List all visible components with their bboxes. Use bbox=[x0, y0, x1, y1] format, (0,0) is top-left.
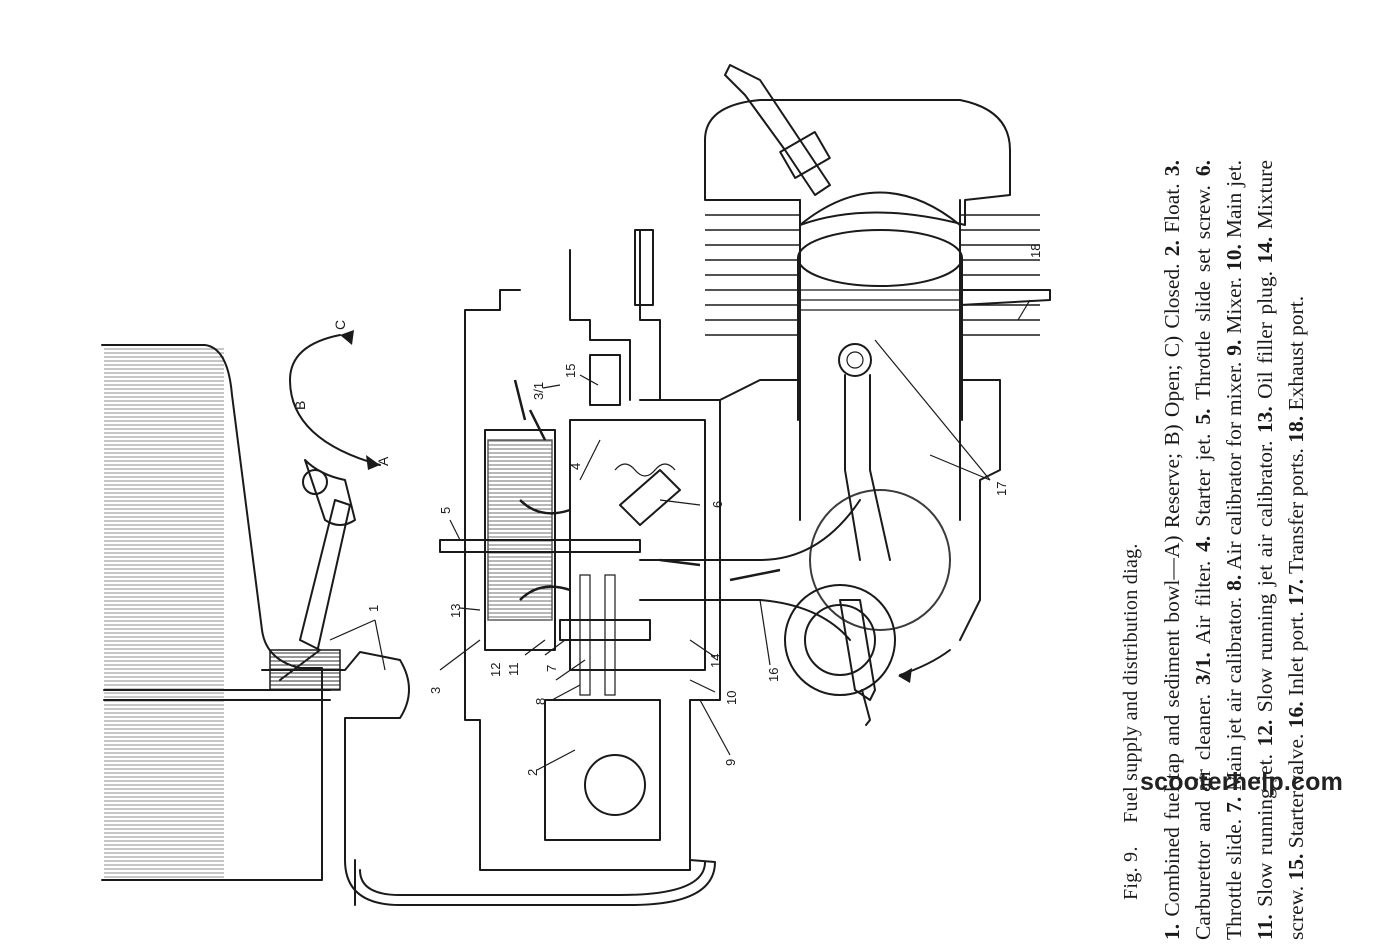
legend-key: 1. bbox=[1160, 923, 1184, 940]
legend-entry: 18. Exhaust port. bbox=[1284, 296, 1308, 443]
legend-key: 7. bbox=[1222, 796, 1246, 813]
legend-text: Main jet air calibrator. bbox=[1222, 590, 1246, 797]
leader-lines bbox=[329, 299, 1031, 771]
piston bbox=[797, 229, 963, 421]
legend-text: Carburettor and air cleaner. bbox=[1191, 685, 1215, 940]
legend-key: 18. bbox=[1284, 415, 1308, 443]
legend-key: 9. bbox=[1222, 339, 1246, 356]
inlet-port bbox=[639, 499, 861, 641]
legend-entry: 3/1. Air filter. bbox=[1191, 552, 1215, 685]
callout-4: 4 bbox=[568, 463, 583, 470]
legend-entry: 1. Combined fuel tap and sediment bowl—A… bbox=[1160, 256, 1184, 940]
callout-15: 15 bbox=[563, 364, 578, 378]
legend-key: 2. bbox=[1160, 240, 1184, 257]
callout-11: 11 bbox=[506, 663, 521, 677]
legend-key: 8. bbox=[1222, 574, 1246, 591]
callout-9: 9 bbox=[723, 759, 738, 766]
legend-key: 3/1. bbox=[1191, 652, 1215, 686]
legend-key: 4. bbox=[1191, 535, 1215, 552]
callout-8: 8 bbox=[533, 698, 548, 705]
fuel-tap bbox=[261, 459, 716, 906]
legend-text: Air calibrator for mixer. bbox=[1222, 355, 1246, 575]
starter-valve bbox=[569, 229, 661, 406]
callout-10: 10 bbox=[724, 691, 739, 705]
legend-text: Throttle slide. bbox=[1222, 812, 1246, 940]
flow-arrows bbox=[513, 379, 781, 601]
callout-12: 12 bbox=[488, 663, 503, 677]
tap-label-c: C bbox=[332, 320, 348, 330]
legend-text: Main jet. bbox=[1222, 159, 1246, 245]
spark-plug bbox=[724, 64, 831, 196]
callout-17: 17 bbox=[994, 482, 1009, 496]
legend-key: 13. bbox=[1253, 406, 1277, 434]
legend-key: 10. bbox=[1222, 244, 1246, 271]
legend-key: 3. bbox=[1160, 160, 1184, 177]
legend-text: Inlet port. bbox=[1284, 605, 1308, 702]
legend-entry: 13. Oil filler plug. bbox=[1253, 263, 1277, 434]
callout-6: 6 bbox=[710, 501, 725, 508]
legend-key: 15. bbox=[1284, 853, 1308, 881]
parts-legend: 1. Combined fuel tap and sediment bowl—A… bbox=[1157, 160, 1312, 940]
legend-text: Starter jet. bbox=[1191, 424, 1215, 536]
legend-text: Air filter. bbox=[1191, 551, 1215, 653]
tap-label-a: A bbox=[375, 456, 391, 466]
legend-key: 16. bbox=[1284, 701, 1308, 729]
legend-entry: 15. Starter valve. bbox=[1284, 728, 1308, 881]
legend-text: Slow running jet air calibrator. bbox=[1253, 433, 1277, 720]
callout-5: 5 bbox=[438, 507, 453, 514]
legend-text: Transfer ports. bbox=[1284, 442, 1308, 579]
callout-3: 3 bbox=[428, 687, 443, 694]
callout-18: 18 bbox=[1028, 244, 1043, 258]
legend-entry: 4. Starter jet. bbox=[1191, 425, 1215, 552]
callout-2: 2 bbox=[525, 769, 540, 776]
callout-13: 13 bbox=[448, 604, 463, 618]
legend-key: 5. bbox=[1191, 408, 1215, 425]
figure-title: Fuel supply and distribution diag. bbox=[1120, 543, 1142, 823]
tap-label-b: B bbox=[292, 401, 308, 410]
legend-key: 6. bbox=[1191, 160, 1215, 177]
fuel-tank bbox=[101, 344, 331, 881]
legend-entry: 16. Inlet port. bbox=[1284, 606, 1308, 728]
legend-entry: 8. Air calibrator for mixer. bbox=[1222, 356, 1246, 591]
exhaust-port bbox=[959, 289, 1051, 306]
carburettor bbox=[439, 289, 721, 871]
legend-key: 17. bbox=[1284, 578, 1308, 606]
legend-text: Throttle slide set screw. bbox=[1191, 176, 1215, 409]
legend-text: Combined fuel tap and sediment bowl—A) R… bbox=[1160, 256, 1184, 924]
tap-position-arrow bbox=[289, 330, 381, 470]
fuel-line bbox=[354, 859, 706, 906]
callout-1: 1 bbox=[366, 605, 381, 612]
legend-text: Exhaust port. bbox=[1284, 295, 1308, 416]
figure-number: Fig. 9. bbox=[1120, 846, 1142, 900]
legend-entry: 2. Float. bbox=[1160, 176, 1184, 256]
rotation-arrow bbox=[898, 649, 951, 683]
legend-key: 12. bbox=[1253, 719, 1277, 747]
callout-16: 16 bbox=[766, 668, 781, 682]
caption-block: Fig. 9. Fuel supply and distribution dia… bbox=[1120, 160, 1312, 940]
crankshaft bbox=[784, 489, 951, 726]
legend-text: Float. bbox=[1160, 176, 1184, 241]
callout-7: 7 bbox=[544, 665, 559, 672]
legend-entry: 9. Mixer. bbox=[1222, 271, 1246, 356]
legend-key: 14. bbox=[1253, 236, 1277, 264]
legend-text: Oil filler plug. bbox=[1253, 263, 1277, 407]
connecting-rod bbox=[844, 374, 891, 561]
watermark: scooterhelp.com bbox=[1140, 768, 1344, 796]
legend-entry: 5. Throttle slide set screw. bbox=[1191, 176, 1215, 424]
callout-3-1: 3/1 bbox=[531, 382, 546, 400]
callout-14: 14 bbox=[708, 654, 723, 668]
legend-entry: 17. Transfer ports. bbox=[1284, 443, 1308, 606]
legend-text: Mixer. bbox=[1222, 271, 1246, 340]
legend-entry: 10. Main jet. bbox=[1222, 160, 1246, 271]
legend-entry: 12. Slow running jet air calibrator. bbox=[1253, 433, 1277, 747]
legend-key: 11. bbox=[1253, 914, 1277, 940]
